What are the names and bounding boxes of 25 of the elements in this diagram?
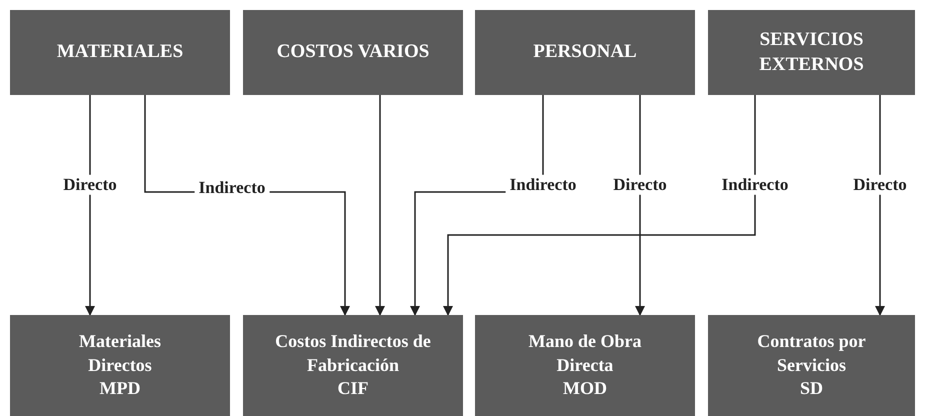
box-text: MOD [563, 377, 607, 400]
box-text: Mano de Obra Directa [527, 330, 642, 377]
category-box [708, 315, 915, 416]
arrow [875, 95, 885, 316]
arrow [375, 95, 385, 316]
arrow [635, 95, 645, 316]
box-text: Costos Indirectos de Fabricación [274, 330, 432, 377]
category-box [243, 315, 463, 416]
category-box [708, 10, 915, 95]
box-text: Contratos por Servicios [756, 330, 867, 377]
category-box [475, 10, 695, 95]
box-text: MPD [100, 377, 140, 400]
arrow [443, 95, 756, 316]
box-text: SERVICIOS EXTERNOS [758, 28, 865, 76]
category-box [475, 315, 695, 416]
box-text: SD [800, 377, 823, 400]
category-box [243, 10, 463, 95]
box-text: CIF [338, 377, 368, 400]
box-text: COSTOS VARIOS [276, 40, 430, 64]
arrow [85, 95, 95, 316]
box-text: MATERIALES [56, 40, 184, 64]
category-box [10, 315, 230, 416]
category-box [10, 10, 230, 95]
box-text: PERSONAL [533, 40, 637, 64]
box-text: Materiales Directos [78, 330, 162, 377]
